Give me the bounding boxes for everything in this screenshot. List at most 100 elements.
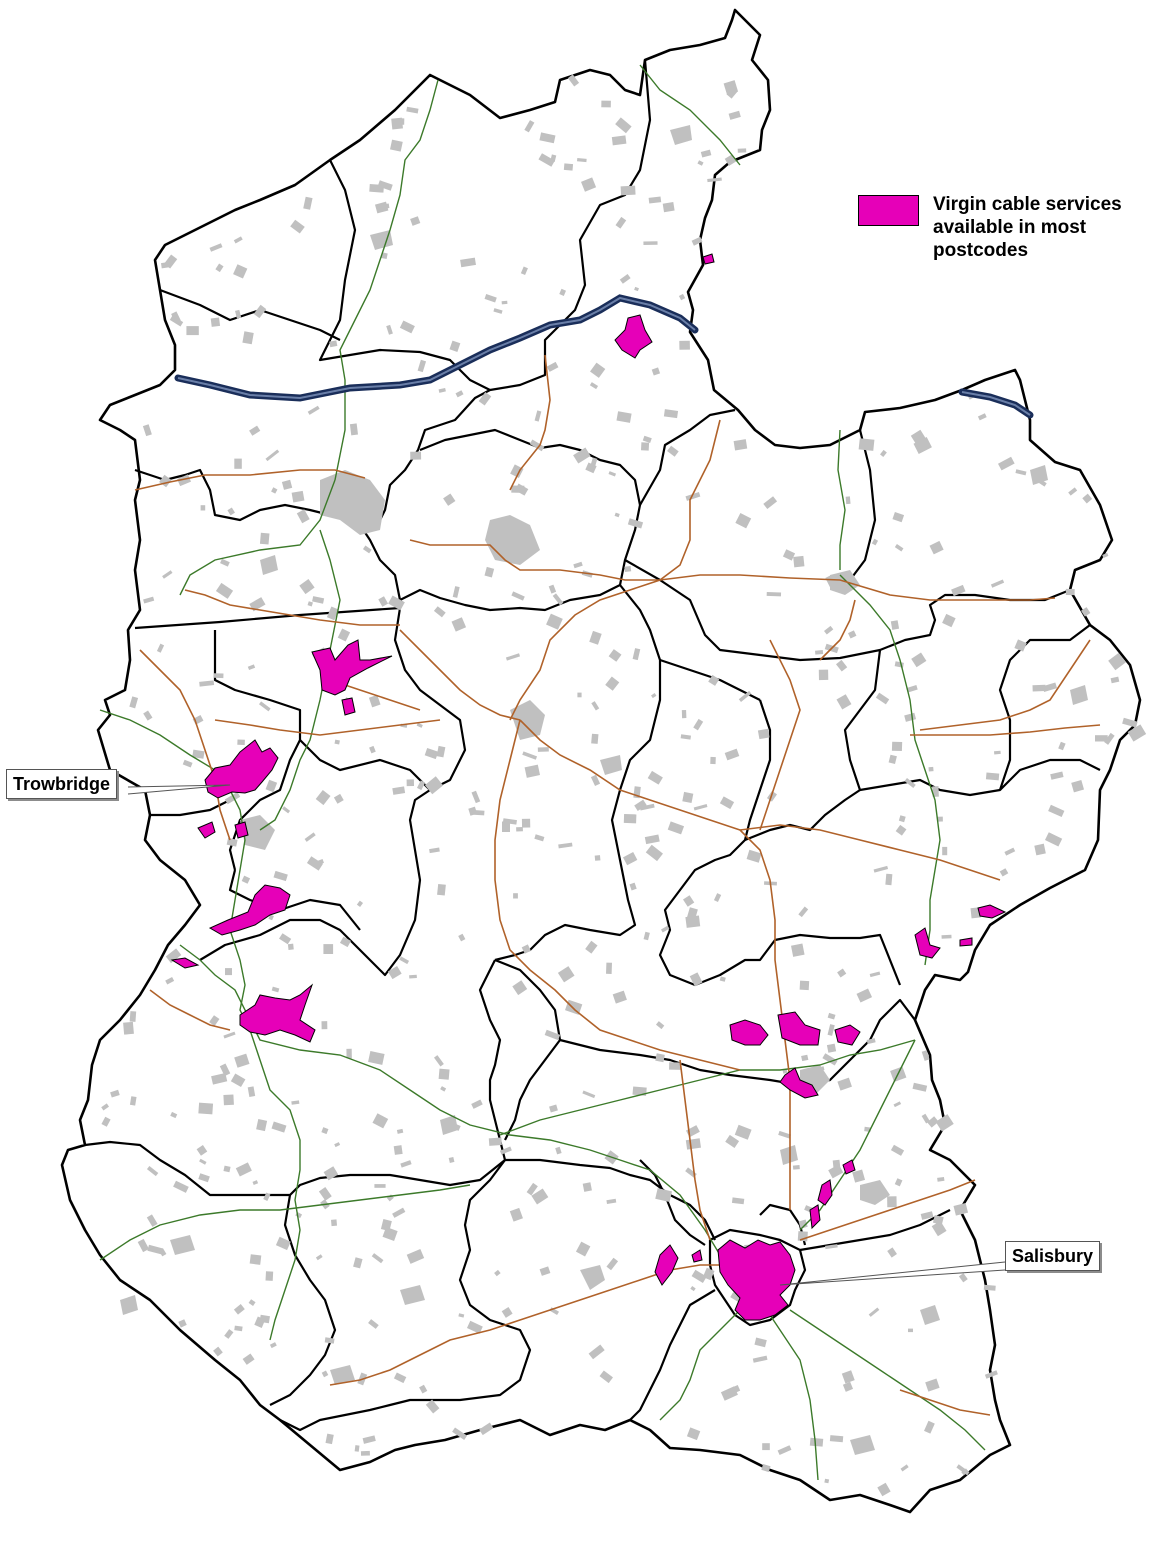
coverage-area [204, 739, 279, 799]
settlement [392, 1207, 406, 1218]
settlement [534, 834, 545, 842]
settlement [234, 1053, 250, 1068]
settlement [1108, 652, 1126, 671]
settlement [567, 74, 580, 87]
settlement [906, 685, 918, 693]
settlement [814, 650, 824, 655]
settlement [307, 405, 320, 415]
settlement [683, 895, 695, 907]
settlement [953, 1202, 969, 1216]
settlement [196, 1145, 208, 1156]
settlement [1033, 476, 1047, 487]
settlement [248, 1299, 256, 1306]
settlement [929, 540, 944, 555]
settlement [822, 1053, 838, 1066]
settlement [219, 1063, 231, 1077]
settlement [984, 1370, 998, 1379]
settlement [577, 158, 587, 163]
settlement [746, 849, 762, 863]
settlement [129, 1096, 137, 1106]
settlement [215, 263, 224, 273]
settlement [346, 1048, 352, 1059]
settlement [321, 1127, 329, 1135]
settlement [479, 1422, 494, 1436]
settlement [911, 652, 927, 668]
settlement [634, 799, 647, 811]
settlement [985, 772, 1000, 781]
settlement [662, 202, 675, 213]
settlement [1095, 735, 1108, 742]
settlement [752, 1355, 768, 1363]
settlement [726, 87, 738, 99]
settlement [977, 413, 987, 421]
settlement [296, 509, 310, 524]
settlement [858, 438, 875, 451]
settlement [999, 868, 1009, 877]
settlement [725, 1134, 740, 1148]
settlement [182, 759, 193, 768]
settlement [734, 1124, 752, 1140]
settlement [931, 1220, 947, 1237]
settlement [1034, 843, 1046, 856]
settlement [900, 1464, 909, 1472]
settlement [388, 595, 405, 611]
settlement [937, 816, 943, 822]
settlement [478, 392, 492, 406]
settlement [502, 821, 510, 832]
settlement [425, 1399, 440, 1414]
settlement [510, 464, 524, 479]
settlement [669, 1062, 682, 1070]
settlement [162, 570, 173, 579]
settlement [178, 1319, 187, 1328]
settlement [450, 1122, 461, 1131]
settlement [644, 834, 660, 845]
settlement [667, 445, 679, 457]
settlement [315, 1254, 323, 1261]
settlement [247, 1086, 256, 1097]
settlement [848, 630, 857, 639]
settlement [382, 1226, 398, 1241]
settlement [685, 1138, 701, 1150]
settlement [689, 972, 703, 987]
coverage-area [341, 697, 356, 716]
settlement [778, 1130, 792, 1139]
settlement [924, 1420, 935, 1434]
coverage-area [777, 1011, 821, 1046]
settlement [315, 789, 331, 806]
settlement [724, 748, 740, 761]
settlement [856, 988, 873, 1003]
settlement [735, 513, 752, 529]
settlement [866, 1038, 876, 1045]
settlement [249, 425, 261, 436]
settlement [234, 1325, 243, 1332]
settlement [399, 118, 405, 125]
settlement [227, 507, 235, 516]
settlement [256, 1118, 268, 1132]
settlement [887, 1247, 897, 1258]
settlement [471, 1099, 483, 1109]
settlement [409, 974, 417, 979]
settlement [920, 1211, 934, 1220]
coverage-areas [170, 253, 1007, 1321]
settlement [349, 423, 359, 436]
settlement [339, 936, 352, 948]
coverage-area [817, 1179, 833, 1206]
settlement [234, 458, 242, 469]
settlement [534, 410, 542, 422]
settlement [325, 1433, 334, 1445]
settlement [123, 1021, 134, 1035]
settlement [648, 196, 662, 204]
settlement [386, 324, 393, 335]
settlement [521, 818, 531, 828]
settlement [396, 1128, 404, 1134]
settlement [493, 308, 503, 314]
settlement [841, 1370, 855, 1384]
settlement [590, 774, 601, 786]
settlement [1065, 588, 1075, 596]
settlement [242, 1353, 255, 1365]
coverage-area [170, 957, 200, 969]
settlement [213, 1346, 223, 1357]
settlement [686, 1427, 701, 1441]
settlement [942, 613, 956, 628]
settlement [333, 793, 344, 804]
